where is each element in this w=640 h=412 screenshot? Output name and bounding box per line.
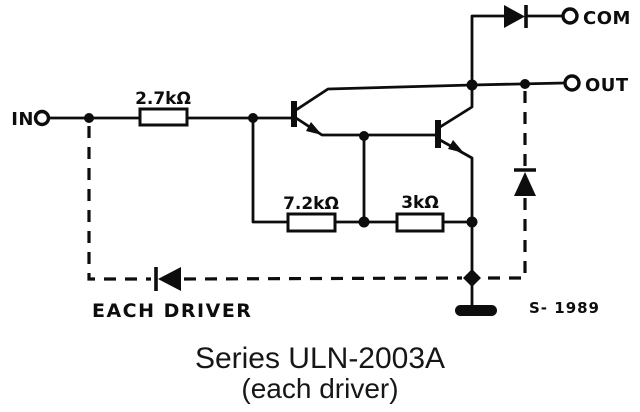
com-diode-triangle-icon [504,5,525,28]
resistor-r1-value: 2.7kΩ [135,89,191,109]
junction-r3-emitter-node [466,216,478,228]
com-clamp-diode [504,5,528,28]
junction-r2-r3-node [358,216,370,228]
dashed-net [87,91,527,281]
resistor-r2-value: 7.2kΩ [283,194,339,214]
wire-t1-collector [294,83,474,112]
dashed-out-branch-lower [483,198,527,280]
resistor-r2-body [286,212,337,233]
transistor-t1-emitter-arrow-icon [306,122,322,135]
terminal-out: OUT [563,74,629,96]
wire-node-to-out-term [470,81,566,87]
junction-dots [84,79,530,287]
wires [47,14,566,308]
transistor-t1 [291,101,322,135]
junction-emitter-node [359,131,369,141]
each-driver-diode-triangle-icon [158,267,181,291]
each-driver-annotation: EACH DRIVER [92,300,252,322]
resistor-r3: 3kΩ [395,193,445,233]
wire-node-to-r2 [251,116,290,224]
resistor-r2: 7.2kΩ [283,194,339,233]
junction-collector-node [466,79,478,91]
terminal-in-label: IN [11,109,34,130]
dashed-in-branch [87,126,151,281]
transistor-t2-base-bar [435,120,441,148]
terminal-in-pin [33,109,51,127]
terminal-com: COM [561,7,631,29]
terminal-com-label: COM [583,8,631,29]
zener-triangle-icon [514,172,536,196]
dashed-bottom-run [183,276,463,281]
terminal-com-pin [561,7,579,25]
resistor-r3-value: 3kΩ [401,193,439,213]
resistor-r1: 2.7kΩ [135,89,191,127]
transistor-t2 [435,120,464,153]
transistor-t1-base-bar [291,101,297,127]
resistor-r1-body [138,107,189,127]
caption-line2: (each driver) [241,373,398,404]
junction-r1-node [248,113,258,123]
junction-in-node [84,113,94,123]
terminal-in: IN [11,109,51,130]
terminal-out-pin [563,74,581,92]
wire-t2-collector [438,83,474,129]
wire-node-to-com-diode [470,14,506,87]
terminal-out-label: OUT [585,75,629,96]
junction-substrate-node [463,269,481,287]
caption-line1: Series ULN-2003A [195,342,445,375]
junction-out-node [520,79,530,89]
substrate-zener-diode [514,168,536,196]
ground-symbol-icon [455,305,497,316]
transistor-t2-emitter-arrow-icon [448,140,464,153]
each-driver-diode [154,267,181,291]
resistor-r3-body [395,212,445,233]
stamp-annotation: S- 1989 [529,299,600,317]
